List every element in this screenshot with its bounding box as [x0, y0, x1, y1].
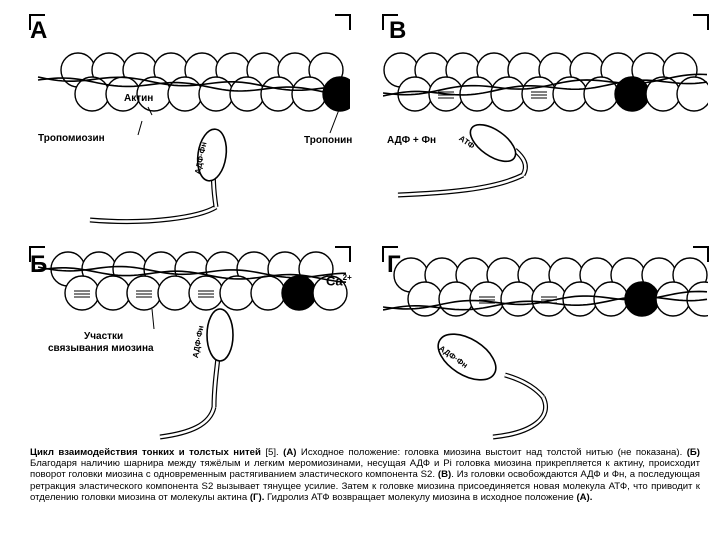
- myosin-head: [469, 123, 517, 163]
- panel-c-drawing: [37, 251, 348, 440]
- myosin-head: [206, 308, 234, 362]
- actin-monomer: [188, 275, 224, 311]
- tropomyosin-label: Тропомиозин: [38, 133, 105, 144]
- caption-text-c: . Из головки освобождаются АДФ и Фн, а п…: [30, 469, 701, 503]
- panel-a: А Актин Тропомиозин Тропонин АДФ·Фн: [30, 15, 353, 240]
- panel-a-letter: А: [30, 17, 48, 44]
- panel-a-drawing: [37, 52, 350, 224]
- caption-text-d: Гидролиз АТФ возвращает молекулу миозина…: [264, 491, 577, 503]
- leader-line: [147, 106, 153, 116]
- myosin-head: [196, 128, 228, 182]
- caption-tag-a: (А): [283, 447, 297, 458]
- myosin-tail-inner: [492, 396, 547, 439]
- actin-monomer: [562, 281, 598, 317]
- actin-monomer: [260, 76, 296, 112]
- panel-d-letter: Г: [387, 251, 401, 278]
- leader-line: [137, 120, 143, 136]
- actin-monomer: [219, 275, 255, 311]
- panel-b-drawing: [383, 52, 708, 198]
- caption-tag-c: (В): [437, 469, 452, 481]
- caption-tag-b: (Б): [686, 447, 700, 458]
- actin-monomer: [500, 281, 536, 317]
- actin-monomer: [438, 281, 474, 317]
- tropomyosin-strand: [383, 295, 708, 311]
- actin-monomer: [407, 281, 443, 317]
- ca-label: Ca2+: [326, 271, 352, 288]
- troponin-label: Тропонин: [304, 135, 353, 146]
- actin-monomer: [126, 275, 162, 311]
- panel-b: В АДФ + Фн АТФ: [383, 15, 708, 240]
- actin-monomer: [157, 275, 193, 311]
- ca-text: Ca: [326, 273, 343, 289]
- panel-b-letter: В: [389, 17, 407, 44]
- panel-d-drawing: [383, 257, 708, 440]
- actin-monomer: [64, 275, 100, 311]
- binding-sites-label-1: Участки: [84, 331, 124, 342]
- actin-monomer: [95, 275, 131, 311]
- ca-superscript: 2+: [342, 273, 352, 282]
- caption-title: Цикл взаимодействия тонких и толстых нит…: [30, 447, 261, 458]
- actin-monomer: [469, 281, 505, 317]
- actin-monomer: [552, 76, 588, 112]
- panel-c: Б Ca2+ Участки связывания миозина АДФ·Фн: [30, 247, 352, 442]
- actin-monomer: [291, 76, 327, 112]
- myosin-neck-inner: [514, 149, 527, 176]
- figure-caption: Цикл взаимодействия тонких и толстых нит…: [30, 447, 700, 503]
- actin-monomer: [686, 281, 708, 317]
- tropomyosin-strand: [37, 77, 347, 97]
- actin-monomer: [312, 275, 348, 311]
- actin-label: Актин: [124, 93, 154, 104]
- caption-text-b: Благодаря наличию шарнира между тяжёлым …: [30, 458, 700, 481]
- caption-tag-e: (А).: [576, 491, 593, 503]
- panel-c-letter: Б: [30, 251, 48, 278]
- myosin-neck-inner: [504, 373, 544, 398]
- troponin-monomer: [281, 275, 317, 311]
- caption-text-a: Исходное положение: головка миозина выст…: [296, 447, 687, 458]
- myosin-tail-inner: [89, 205, 217, 223]
- adp-pi-label: АДФ + Фн: [387, 135, 437, 146]
- panel-d: Г АДФ·Фн: [383, 247, 708, 442]
- tropomyosin-strand: [37, 76, 347, 92]
- tropomyosin-strand: [37, 267, 347, 283]
- myosin-head: [437, 333, 497, 381]
- myosin-tail-inner: [159, 406, 216, 439]
- actin-monomer: [250, 275, 286, 311]
- tropomyosin-strand: [383, 79, 708, 97]
- actin-monomer: [521, 76, 557, 112]
- myosin-neck-inner: [212, 356, 220, 408]
- tropomyosin-strand: [37, 265, 347, 279]
- binding-sites-label-2: связывания миозина: [48, 343, 154, 354]
- leader-line: [151, 308, 155, 330]
- leader-line: [329, 106, 341, 134]
- caption-tag-d: (Г).: [249, 491, 265, 503]
- actin-monomer: [676, 76, 708, 112]
- myosin-tail: [397, 172, 525, 198]
- myosin-tail-inner: [397, 173, 524, 197]
- caption-ref: [5].: [260, 447, 284, 458]
- myosin-neck: [504, 372, 545, 399]
- actin-monomer: [490, 76, 526, 112]
